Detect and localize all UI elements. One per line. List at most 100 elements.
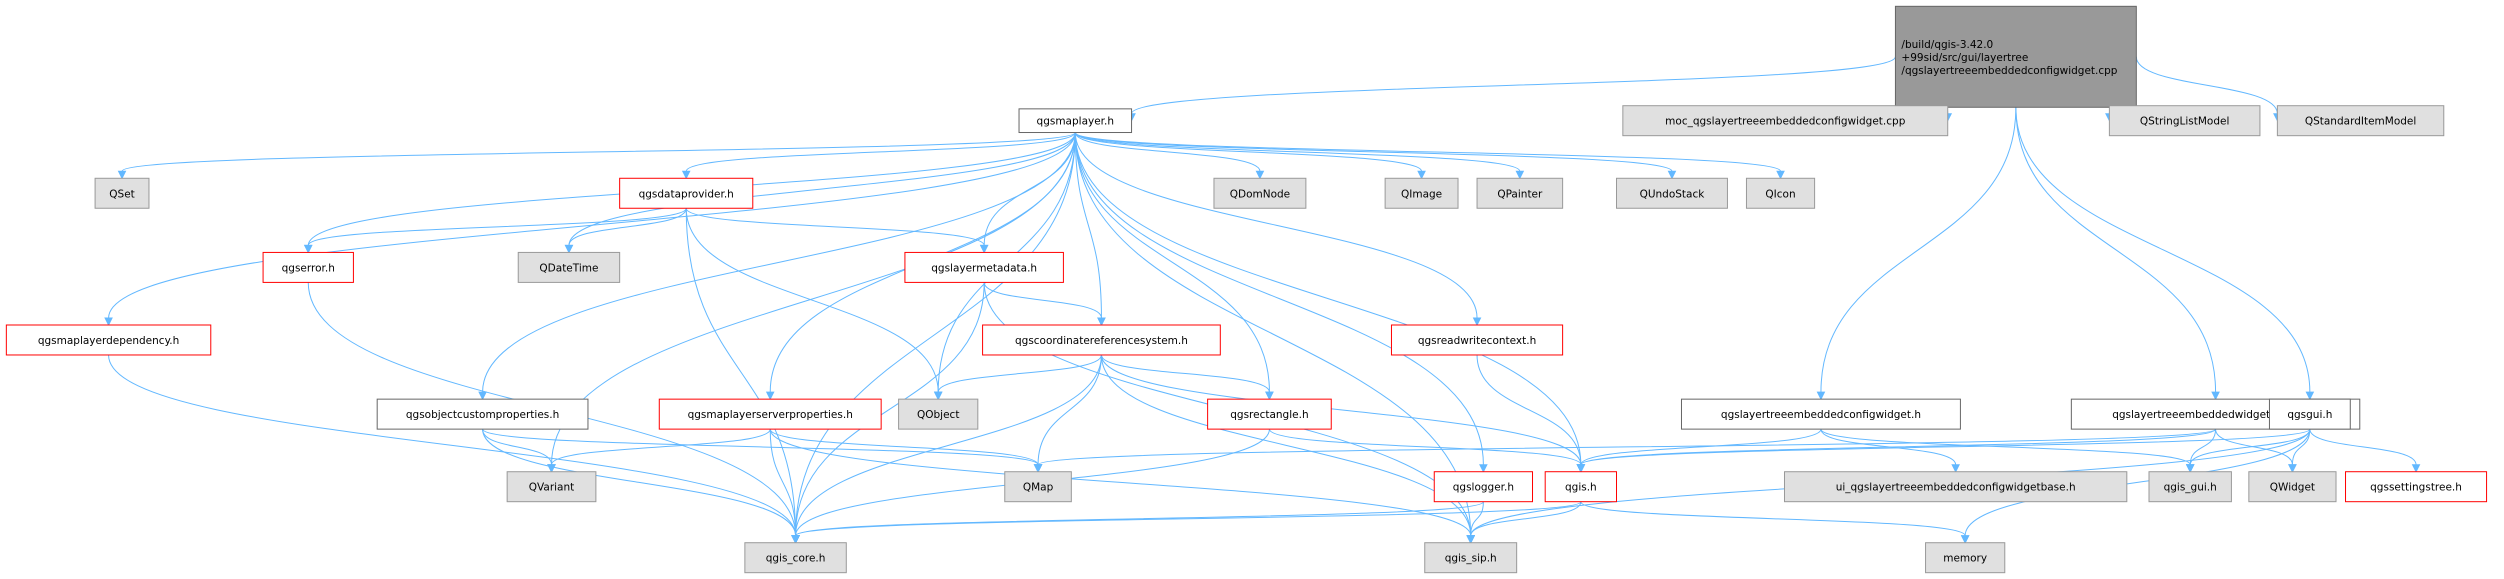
node-box — [898, 398, 979, 430]
node-qdomnode[interactable]: QDomNode — [1213, 177, 1307, 209]
node-box — [1213, 177, 1307, 209]
node-label: qgsobjectcustomproperties.h — [406, 409, 559, 421]
node-box — [1384, 177, 1459, 209]
node-qgslayermetadata[interactable]: qgslayermetadata.h — [904, 251, 1064, 283]
node-box — [1424, 542, 1518, 574]
node-memory[interactable]: memory — [1925, 542, 2006, 574]
node-label: qgslayermetadata.h — [931, 262, 1037, 274]
node-qgsreadwritecontext[interactable]: qgsreadwritecontext.h — [1390, 324, 1564, 356]
edge-qgis-to-memory — [1580, 501, 1970, 544]
node-root[interactable]: /build/qgis-3.42.0+99sid/src/gui/layertr… — [1894, 5, 2137, 108]
edge-root-to-qgslayertreeembeddedwidgetregistry — [2015, 107, 2220, 401]
node-label: qgsmaplayerdependency.h — [38, 335, 179, 347]
node-label: QDateTime — [539, 262, 598, 274]
node-qgis-sip[interactable]: qgis_sip.h — [1424, 542, 1518, 574]
node-qgis[interactable]: qgis.h — [1544, 471, 1618, 503]
node-moc[interactable]: moc_qgslayertreeembeddedconfigwidget.cpp — [1622, 105, 1949, 137]
node-label: qgsmaplayerserverproperties.h — [688, 409, 853, 421]
node-qmap[interactable]: QMap — [1004, 471, 1072, 503]
node-label: /qgslayertreeembeddedconfigwidget.cpp — [1901, 65, 2117, 77]
node-qgserror[interactable]: qgserror.h — [262, 251, 354, 283]
node-box — [1783, 471, 2128, 503]
node-qgsmaplayer[interactable]: qgsmaplayer.h — [1018, 108, 1133, 134]
node-label: qgsreadwritecontext.h — [1418, 335, 1536, 347]
edge-qgslayertreeembeddedwidgetregistry-to-qmap — [1033, 428, 2217, 473]
node-qgsgui[interactable]: qgsgui.h — [2268, 398, 2351, 430]
node-qgsdataprovider[interactable]: qgsdataprovider.h — [619, 177, 754, 209]
node-label: qgssettingstree.h — [2370, 482, 2462, 494]
node-qgis-core[interactable]: qgis_core.h — [744, 542, 847, 574]
node-label: QObject — [917, 409, 959, 421]
node-qgis-gui[interactable]: qgis_gui.h — [2148, 471, 2232, 503]
node-label: QIcon — [1765, 188, 1795, 200]
node-box — [376, 398, 589, 430]
node-box — [262, 251, 354, 283]
node-label: qgis_core.h — [766, 553, 826, 565]
edge-qgslayertreeembeddedconfigwidget-to-ui-base — [1820, 428, 1960, 473]
node-qgslogger[interactable]: qgslogger.h — [1433, 471, 1534, 503]
node-box — [1433, 471, 1534, 503]
edge-root-to-qgsgui — [2015, 107, 2315, 401]
node-box — [619, 177, 754, 209]
edge-root-to-qgslayertreeembeddedconfigwidget — [1816, 107, 2017, 401]
node-qimage[interactable]: QImage — [1384, 177, 1459, 209]
node-box — [1018, 108, 1133, 134]
node-label: qgsrectangle.h — [1230, 409, 1308, 421]
node-box — [744, 542, 847, 574]
node-label: qgsdataprovider.h — [639, 188, 734, 200]
node-label: qgis_gui.h — [2164, 482, 2217, 494]
node-qobject[interactable]: QObject — [898, 398, 979, 430]
node-label: qgsmaplayer.h — [1037, 116, 1115, 128]
node-label: qgslayertreeembeddedconfigwidget.h — [1721, 409, 1921, 421]
node-qvariant[interactable]: QVariant — [506, 471, 597, 503]
node-qgscrs[interactable]: qgscoordinatereferencesystem.h — [982, 324, 1221, 356]
edge-qgslayertreeembeddedwidgetregistry-to-qgis — [1576, 428, 2217, 473]
edge-qgsdataprovider-to-qgserror — [303, 207, 687, 254]
node-ui-base[interactable]: ui_qgslayertreeembeddedconfigwidgetbase.… — [1783, 471, 2128, 503]
edge-layer — [104, 56, 2421, 544]
node-qgslayertreeembeddedconfigwidget[interactable]: qgslayertreeembeddedconfigwidget.h — [1680, 398, 1961, 430]
node-qgsmaplayerserverproperties[interactable]: qgsmaplayerserverproperties.h — [658, 398, 882, 430]
edge-qgslogger-to-qgis-core — [791, 501, 1484, 544]
node-qundostack[interactable]: QUndoStack — [1616, 177, 1728, 209]
node-label: QImage — [1401, 188, 1442, 200]
edge-qgsdataprovider-to-qgis-core — [685, 208, 800, 544]
edge-qgsgui-to-qgis — [1576, 428, 2311, 473]
node-label: QStandardItemModel — [2305, 116, 2416, 128]
node-qgsrectangle[interactable]: qgsrectangle.h — [1207, 398, 1332, 430]
node-box — [1544, 471, 1618, 503]
node-qset[interactable]: QSet — [94, 177, 150, 209]
node-label: qgis.h — [1565, 482, 1597, 494]
edge-qgsmaplayer-to-qicon — [1074, 132, 1785, 180]
node-label: /build/qgis-3.42.0 — [1901, 39, 1993, 51]
node-label: QUndoStack — [1640, 188, 1706, 200]
node-label: QPainter — [1497, 188, 1543, 200]
node-label: qgslayertreeembeddedwidgetregistry.h — [2112, 409, 2319, 421]
edge-qgsmaplayer-to-qgsreadwritecontext — [1074, 132, 1482, 327]
node-qstandarditemmodel[interactable]: QStandardItemModel — [2276, 105, 2445, 137]
node-label: qgslogger.h — [1453, 482, 1514, 494]
edge-qgsdataprovider-to-qobject — [685, 208, 943, 401]
edge-qgsgui-to-qgssettingstree — [2309, 428, 2421, 473]
node-qstringlistmodel[interactable]: QStringListModel — [2108, 105, 2261, 137]
edge-qgscrs-to-qobject — [933, 354, 1102, 401]
edge-qgsdataprovider-to-qdatetime — [564, 208, 687, 254]
node-qwidget[interactable]: QWidget — [2248, 471, 2337, 503]
node-box — [982, 324, 1221, 356]
node-box — [1894, 5, 2137, 108]
node-label: moc_qgslayertreeembeddedconfigwidget.cpp — [1665, 116, 1906, 128]
edge-qgsmaplayer-to-qset — [117, 132, 1076, 180]
node-qdatetime[interactable]: QDateTime — [517, 251, 621, 283]
node-box — [1745, 177, 1816, 209]
edge-qgsreadwritecontext-to-qgis — [1476, 354, 1586, 473]
node-box — [1622, 105, 1949, 137]
node-qgsobjectcustomproperties[interactable]: qgsobjectcustomproperties.h — [376, 398, 589, 430]
node-qgssettingstree[interactable]: qgssettingstree.h — [2345, 471, 2488, 503]
node-qpainter[interactable]: QPainter — [1476, 177, 1564, 209]
node-qicon[interactable]: QIcon — [1745, 177, 1816, 209]
node-box — [2345, 471, 2488, 503]
node-box — [2276, 105, 2445, 137]
node-box — [506, 471, 597, 503]
node-qgsmaplayerdependency[interactable]: qgsmaplayerdependency.h — [5, 324, 212, 356]
